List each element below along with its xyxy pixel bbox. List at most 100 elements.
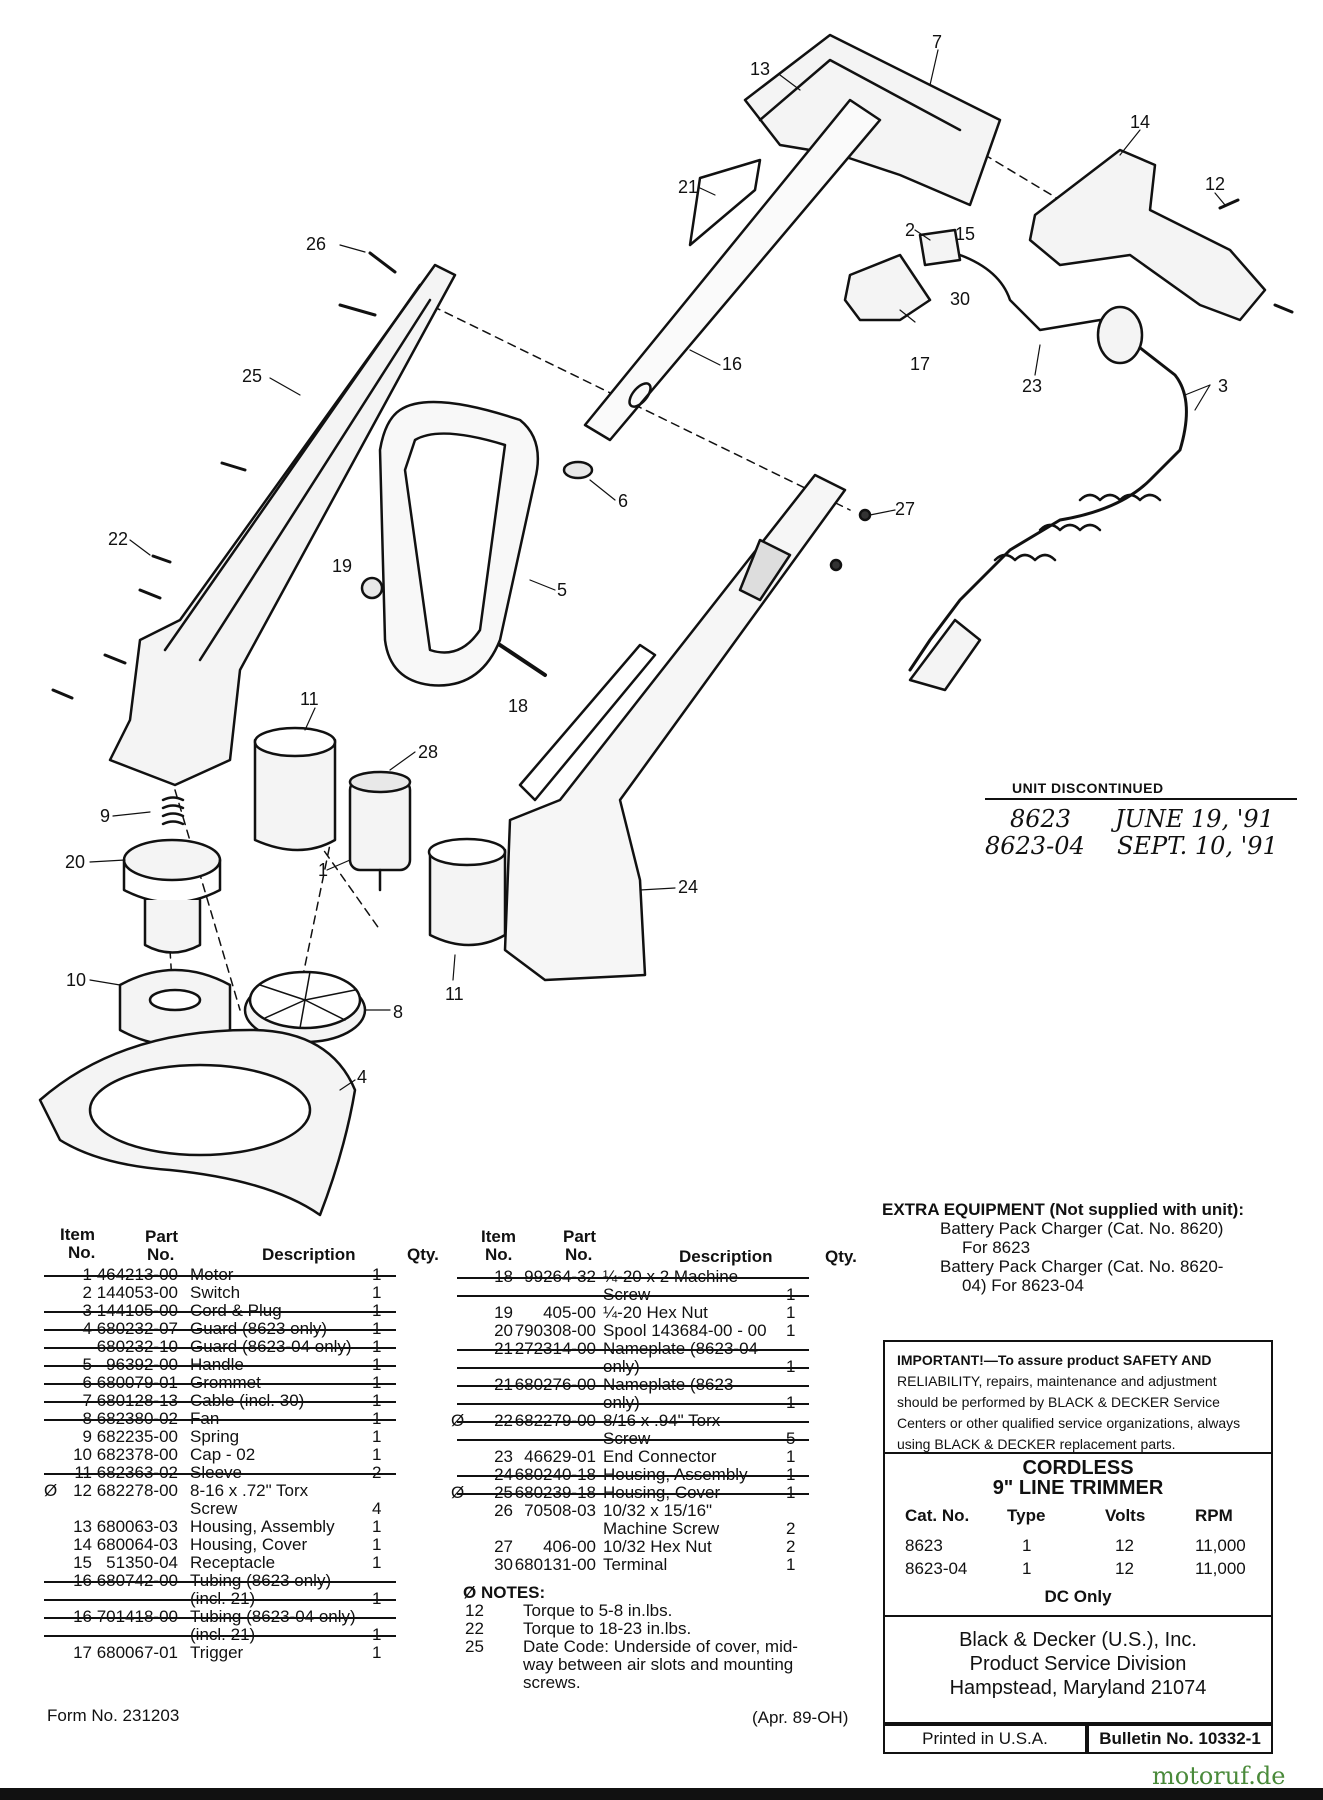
cell-qty: 1: [786, 1447, 796, 1466]
form-number: Form No. 231203: [47, 1706, 180, 1725]
discontinued-model-2: 8623-04: [985, 832, 1085, 860]
cell-desc: Nameplate (8623-04: [603, 1339, 758, 1358]
cell-desc: ¼-20 Hex Nut: [603, 1303, 708, 1322]
cell-desc: Motor: [190, 1265, 234, 1284]
cell-part: 680128-13: [96, 1391, 178, 1410]
watermark-logo: motoruf.de: [1152, 1762, 1286, 1790]
parts-row: only)1: [457, 1393, 809, 1412]
callout-9: 9: [100, 806, 110, 826]
callout-16: 16: [722, 354, 742, 374]
cell-desc: Housing, Cover: [603, 1483, 721, 1502]
cell-item: 26: [494, 1501, 513, 1520]
cell-part: 682278-00: [96, 1481, 178, 1500]
callout-12: 12: [1205, 174, 1225, 194]
cell-desc: Fan: [190, 1409, 220, 1428]
cell-desc: Trigger: [190, 1643, 244, 1662]
cell-part: 680239-18: [514, 1483, 596, 1502]
cell-desc: only): [603, 1393, 640, 1412]
hdr-qty: Qty.: [407, 1245, 439, 1264]
cell-item: 21: [494, 1339, 513, 1358]
company-line-2: Product Service Division: [969, 1653, 1187, 1675]
cell-part: 51350-04: [106, 1553, 178, 1572]
cell-desc: Cap - 02: [190, 1445, 256, 1464]
cell-desc: Spring: [190, 1427, 240, 1446]
cell-desc: End Connector: [603, 1447, 717, 1466]
cell-item: 8: [82, 1409, 92, 1428]
spec-header: Cat. No.: [905, 1506, 970, 1525]
cell-desc: Switch: [190, 1283, 241, 1302]
cell-part: 96392-00: [106, 1355, 178, 1374]
cell-item: 20: [494, 1321, 513, 1340]
callout-2: 2: [905, 220, 915, 240]
exploded-parts-diagram: 13 7 14 12 21 26 2 15 30 17 23 3 25 16 6…: [38, 32, 1294, 1217]
cell-desc: Cord & Plug: [190, 1301, 282, 1320]
cell-item: 4: [82, 1319, 92, 1338]
cell-mark: Ø: [44, 1481, 58, 1500]
cell-qty: 1: [372, 1589, 382, 1608]
cell-mark: Ø: [451, 1411, 465, 1430]
cell-part: 682235-00: [96, 1427, 178, 1446]
cell-desc: Spool 143684-00 - 00: [603, 1321, 767, 1340]
spec-cell: 12: [1115, 1536, 1134, 1555]
notes-title: Ø NOTES:: [463, 1583, 546, 1602]
important-line-5: using BLACK & DECKER replacement parts.: [897, 1436, 1176, 1452]
discontinued-date-2: SEPT. 10, '91: [1117, 832, 1278, 860]
cell-item: 22: [494, 1411, 513, 1430]
cell-desc: Screw: [603, 1285, 651, 1304]
callout-30: 30: [950, 289, 970, 309]
cell-part: 790308-00: [514, 1321, 596, 1340]
divider: [885, 1615, 1271, 1617]
important-line-2: RELIABILITY, repairs, maintenance and ad…: [897, 1373, 1217, 1389]
note-number: 25: [465, 1637, 484, 1656]
hdr-item-no: No.: [485, 1245, 513, 1264]
spec-header: RPM: [1195, 1506, 1233, 1525]
cell-qty: 1: [786, 1321, 796, 1340]
cell-qty: 1: [372, 1337, 382, 1356]
callout-4: 4: [357, 1067, 367, 1087]
note-text: Torque to 18-23 in.lbs.: [523, 1619, 692, 1638]
callout-6: 6: [618, 491, 628, 511]
cell-part: 680067-01: [96, 1643, 178, 1662]
cell-part: 682380-02: [96, 1409, 178, 1428]
note-number: 12: [465, 1601, 484, 1620]
spec-cell: 12: [1115, 1559, 1134, 1578]
cell-desc: Terminal: [603, 1555, 668, 1574]
hdr-description: Description: [679, 1247, 773, 1266]
spec-header: Type: [1007, 1506, 1046, 1525]
important-line-3: should be performed by BLACK & DECKER Se…: [897, 1394, 1220, 1410]
hdr-qty: Qty.: [825, 1247, 857, 1266]
cell-item: 27: [494, 1537, 513, 1556]
cell-item: 18: [494, 1267, 513, 1286]
callout-18: 18: [508, 696, 528, 716]
cell-item: 11: [74, 1463, 92, 1482]
cell-item: 14: [73, 1535, 92, 1554]
extra-line-1: Battery Pack Charger (Cat. No. 8620): [940, 1219, 1224, 1238]
spec-header: Volts: [1105, 1506, 1146, 1525]
callout-25: 25: [242, 366, 262, 386]
cell-desc: Screw: [603, 1429, 651, 1448]
callout-3: 3: [1218, 376, 1228, 396]
cell-desc: Machine Screw: [603, 1519, 720, 1538]
note-text: way between air slots and mounting: [523, 1655, 794, 1674]
cell-item: 23: [494, 1447, 513, 1466]
cell-qty: 1: [786, 1357, 796, 1376]
